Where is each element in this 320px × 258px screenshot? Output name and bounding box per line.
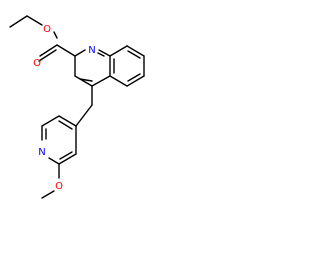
bond [48,157,60,165]
bond [53,31,58,39]
atom-label: O [55,181,63,192]
bond [74,49,86,57]
atom-label: O [43,24,51,35]
atom-label: N [38,147,45,158]
bond [58,153,77,165]
bond [109,75,128,87]
atom-label: N [88,45,95,56]
bond [56,44,76,57]
bond [38,49,57,62]
bond [98,49,111,57]
bond [126,75,145,87]
bond [109,45,128,57]
bond [59,151,73,160]
bond [74,75,93,87]
bond [91,75,111,87]
bond [41,190,55,199]
atom-label: O [33,58,41,69]
bond [127,73,141,82]
bond [9,15,28,28]
bond [75,104,93,127]
bond [127,50,141,59]
bond [26,15,43,26]
bond [58,120,73,130]
bond [97,52,105,57]
bond [41,115,60,127]
structure-canvas: O O N N O [9,15,145,199]
bond [39,44,58,57]
bond [126,45,145,57]
molecule-drawing: O O N N O [9,15,145,199]
bond [79,78,93,82]
bond [58,115,77,127]
